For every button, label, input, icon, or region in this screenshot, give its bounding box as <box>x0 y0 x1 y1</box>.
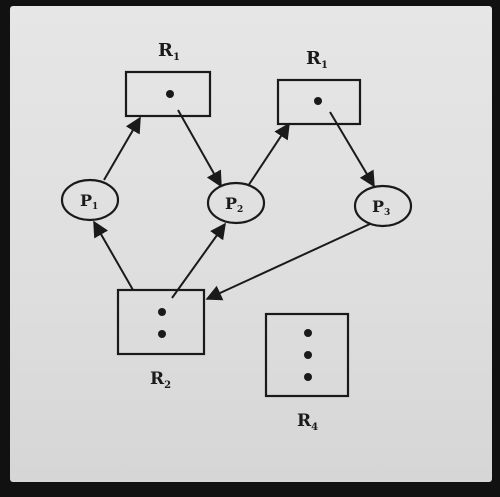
edge-p3-to-r2 <box>205 223 371 301</box>
edge-p1-to-r1 <box>103 116 141 181</box>
resource-r4-instance-dot-2 <box>304 351 312 359</box>
resource-r1-instance-dot <box>166 90 174 98</box>
process-p3-label: P3 <box>372 197 390 218</box>
resource-r4-letter: R <box>297 411 312 431</box>
process-p3: P3 <box>353 184 413 228</box>
resource-r3: R1 <box>276 48 362 126</box>
process-p1-subscript: 1 <box>92 202 98 212</box>
resource-r2-subscript: 2 <box>164 380 171 391</box>
resource-r2: R2 <box>116 288 206 391</box>
process-p2-label: P2 <box>225 194 243 215</box>
process-p1-letter: P <box>80 191 92 210</box>
process-p2-circle <box>206 181 266 225</box>
resource-r4-box <box>264 312 350 398</box>
process-p1: P1 <box>60 178 120 222</box>
process-p3-circle <box>353 184 413 228</box>
resource-r1-letter: R <box>158 40 174 61</box>
resource-r4: R4 <box>264 312 350 433</box>
resource-r3-subscript: 1 <box>321 60 328 71</box>
resource-r2-letter: R <box>150 369 165 389</box>
resource-r3-label: R1 <box>306 48 328 71</box>
process-p2: P2 <box>206 181 266 225</box>
edge-p2-to-r3 <box>247 122 290 187</box>
paper-sheet <box>10 6 492 482</box>
resource-r4-instance-dot-3 <box>304 373 312 381</box>
resource-r3-box <box>276 78 362 126</box>
resource-r3-instance-dot <box>314 97 322 105</box>
process-p2-letter: P <box>225 194 237 213</box>
process-p1-circle <box>60 178 120 222</box>
resource-r2-box <box>116 288 206 356</box>
resource-r4-instance-dot-1 <box>304 329 312 337</box>
edge-r2-to-p1 <box>93 220 134 291</box>
edge-r2-to-p2 <box>171 222 226 299</box>
resource-r2-instance-dot-1 <box>158 308 166 316</box>
resource-r2-label: R2 <box>150 369 171 391</box>
process-p3-subscript: 3 <box>384 208 390 218</box>
process-p3-letter: P <box>372 197 384 216</box>
process-p2-subscript: 2 <box>237 205 243 215</box>
resource-r1-subscript: 1 <box>173 52 180 63</box>
resource-r4-label: R4 <box>297 411 318 433</box>
resource-r1-label: R1 <box>158 40 180 63</box>
resource-r3-letter: R <box>306 48 322 69</box>
resource-r1: R1 <box>124 40 212 118</box>
edge-r1-to-p2 <box>177 109 222 188</box>
process-p1-label: P1 <box>80 191 98 212</box>
resource-r1-box <box>124 70 212 118</box>
resource-r4-subscript: 4 <box>311 422 318 433</box>
resource-r2-instance-dot-2 <box>158 330 166 338</box>
